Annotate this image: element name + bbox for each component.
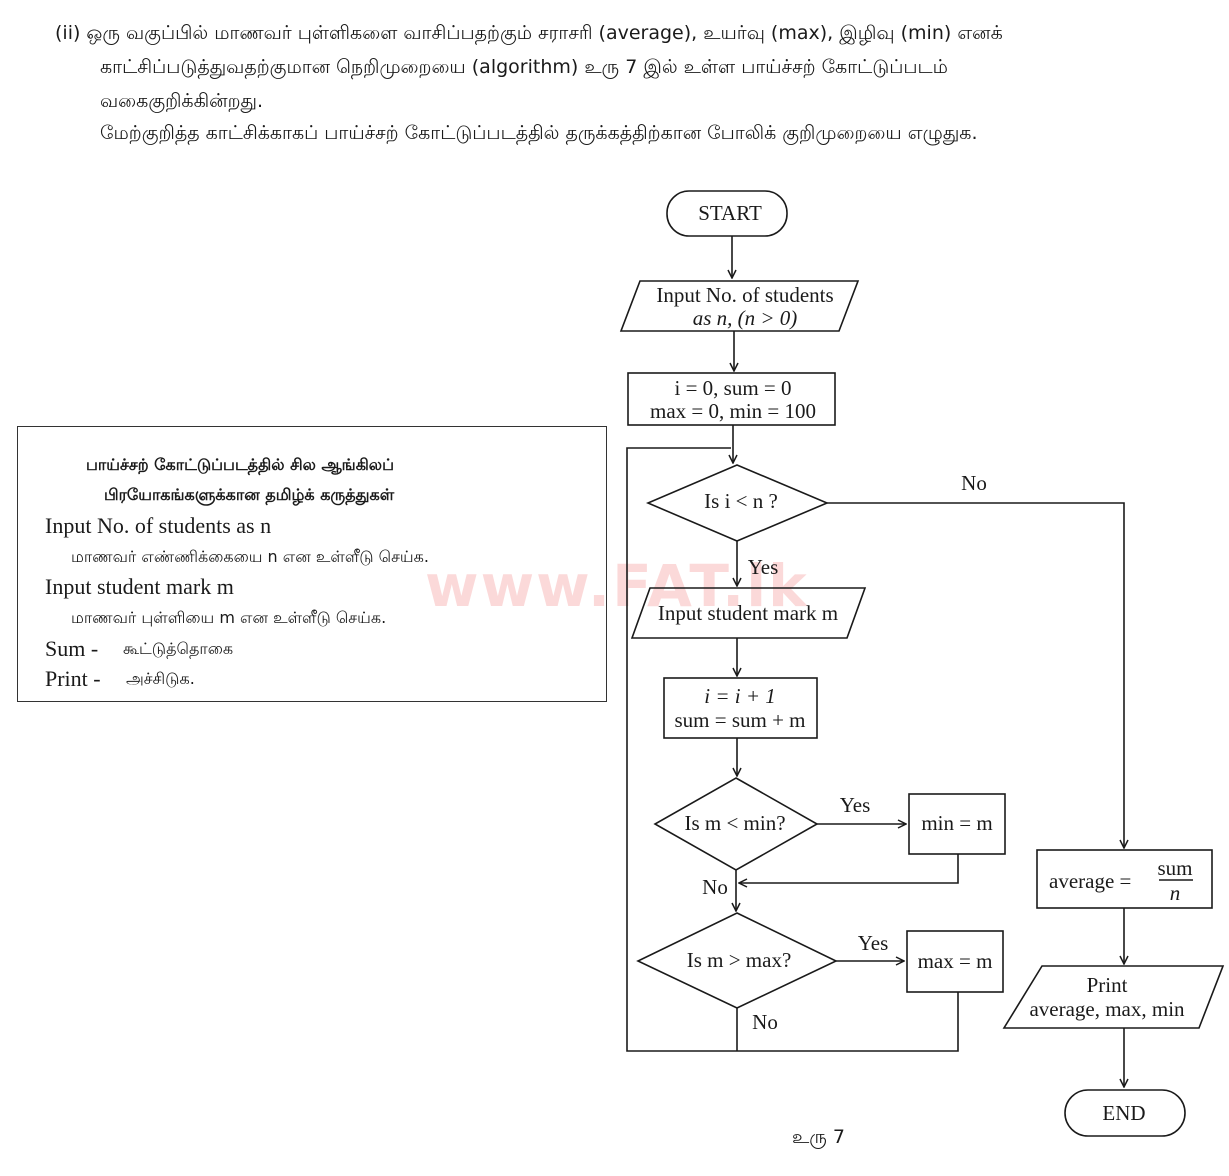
figure-label: உரு 7 <box>792 1126 845 1148</box>
print-parallelogram <box>1002 965 1225 1029</box>
glossary-term-2: Input student mark m <box>45 574 234 599</box>
init-line-1: i = 0, sum = 0 <box>674 376 791 400</box>
input-students-parallelogram <box>619 280 860 332</box>
no-label-3: No <box>752 1010 778 1034</box>
glossary-term-4: Print - <box>45 666 101 691</box>
update-line-2: sum = sum + m <box>674 708 805 732</box>
glossary-heading-1: பாய்ச்சற் கோட்டுப்படத்தில் சில ஆங்கிலப் <box>86 455 394 474</box>
yes-label-1: Yes <box>748 555 779 579</box>
glossary-meaning-2: மாணவர் புள்ளியை m என உள்ளீடு செய்க. <box>71 608 387 627</box>
question-line-4: மேற்குறித்த காட்சிக்காகப் பாய்ச்சற் கோட்… <box>100 122 978 144</box>
decision-3-label: Is m > max? <box>687 948 792 972</box>
question-line-2: காட்சிப்படுத்துவதற்குமான நெறிமுறையை (alg… <box>100 56 948 78</box>
glossary-term-3: Sum - <box>45 636 99 661</box>
input-mark-parallelogram <box>630 587 867 639</box>
glossary-term-1: Input No. of students as n <box>45 513 272 538</box>
glossary-heading-2: பிரயோகங்களுக்கான தமிழ்க் கருத்துகள் <box>104 485 395 504</box>
input-students-line-1: Input No. of students <box>656 283 833 307</box>
glossary-box: பாய்ச்சற் கோட்டுப்படத்தில் சில ஆங்கிலப் … <box>17 426 607 702</box>
glossary-meaning-1: மாணவர் எண்ணிக்கையை n என உள்ளீடு செய்க. <box>71 547 429 566</box>
yes-label-2: Yes <box>840 793 871 817</box>
no-label-1: No <box>961 471 987 495</box>
init-box <box>627 372 836 426</box>
average-denominator: n <box>1170 881 1181 905</box>
init-line-2: max = 0, min = 100 <box>650 399 816 423</box>
average-numerator: sum <box>1157 856 1192 880</box>
decision-2-label: Is m < min? <box>684 811 785 835</box>
assign-max-box <box>906 930 1004 993</box>
update-line-1: i = i + 1 <box>704 684 776 708</box>
question-line-3: வகைகுறிக்கின்றது. <box>100 90 264 112</box>
no-label-2: No <box>702 875 728 899</box>
start-label: START <box>698 201 762 225</box>
print-line-2: average, max, min <box>1029 997 1185 1021</box>
start-terminal <box>666 190 788 237</box>
question-line-1: (ii) ஒரு வகுப்பில் மாணவர் புள்ளிகளை வாசி… <box>55 22 1003 44</box>
decision-1-label: Is i < n ? <box>704 489 778 513</box>
glossary-meaning-4: அச்சிடுக. <box>126 669 195 688</box>
glossary-meaning-3: கூட்டுத்தொகை <box>123 639 234 658</box>
assign-min-box <box>908 793 1006 855</box>
end-label: END <box>1102 1101 1145 1125</box>
average-label: average = <box>1049 869 1131 893</box>
end-terminal <box>1064 1089 1186 1137</box>
print-line-1: Print <box>1087 973 1128 997</box>
input-mark-label: Input student mark m <box>658 601 838 625</box>
watermark: www.FAT.lk <box>425 552 809 620</box>
assign-max-label: max = m <box>918 949 993 973</box>
update-box <box>663 677 818 739</box>
input-students-line-2: as n, (n > 0) <box>693 306 798 330</box>
yes-label-3: Yes <box>858 931 889 955</box>
assign-min-label: min = m <box>921 811 992 835</box>
